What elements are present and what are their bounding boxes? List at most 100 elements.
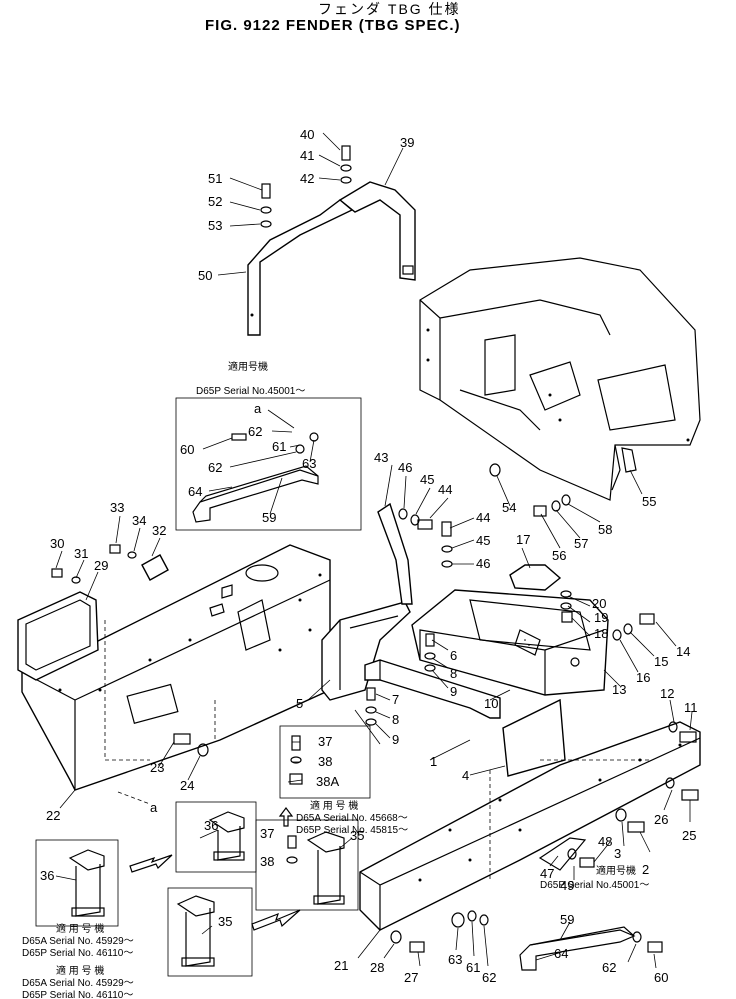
callout-11: 11 (684, 700, 698, 715)
up-arrow-icon (278, 807, 294, 827)
callout-62b: 62 (208, 460, 222, 475)
callout-37a: 37 (318, 734, 332, 749)
callout-6: 6 (450, 648, 457, 663)
callout-20: 20 (592, 596, 606, 611)
callout-34: 34 (132, 513, 146, 528)
callout-40: 40 (300, 127, 314, 142)
center-bracket (321, 601, 501, 719)
bottom-left1-serial-p: D65P Serial No. 46110～ (22, 948, 133, 959)
callout-36b: 36 (40, 868, 54, 883)
callout-14: 14 (676, 644, 690, 659)
callout-42: 42 (300, 171, 314, 186)
cover-plate (17, 591, 99, 681)
callout-61a: 61 (272, 439, 286, 454)
title-japanese: フェンダ TBG 仕様 (318, 1, 461, 17)
bottom-left1-applic: 適 用 号 機 (56, 922, 104, 935)
callout-64a: 64 (188, 484, 202, 499)
left-arrow-icon (251, 909, 301, 931)
plate-4 (502, 698, 566, 777)
rear-fender-bracket (247, 181, 416, 336)
callout-58: 58 (598, 522, 612, 537)
callout-54: 54 (502, 500, 516, 515)
callout-46a: 46 (398, 460, 412, 475)
callout-35b: 35 (218, 914, 232, 929)
leader-lines (55, 132, 693, 969)
callout-63b: 63 (448, 952, 462, 967)
bottom-left2-serial-a: D65A Serial No. 45929～ (22, 978, 134, 989)
left-arrow-icon (129, 854, 173, 873)
callout-31: 31 (74, 546, 88, 561)
callout-50: 50 (198, 268, 212, 283)
bottom-left1-serial-a: D65A Serial No. 45929～ (22, 936, 134, 947)
bolts-54-58 (489, 463, 571, 517)
callout-47: 47 (540, 866, 554, 881)
callout-4: 4 (462, 768, 469, 783)
callout-24: 24 (180, 778, 194, 793)
callout-62d: 62 (602, 960, 616, 975)
middle-serial-p: D65P Serial No. 45815～ (296, 825, 408, 836)
bolts-right-fender (390, 721, 699, 953)
callout-56: 56 (552, 548, 566, 563)
callout-57: 57 (574, 536, 588, 551)
callout-52: 52 (208, 194, 222, 209)
inset-post-35 (255, 819, 359, 911)
callout-51: 51 (208, 171, 222, 186)
callout-44a: 44 (438, 482, 452, 497)
callout-46b: 46 (476, 556, 490, 571)
callout-64b: 64 (554, 946, 568, 961)
callout-28: 28 (370, 960, 384, 975)
callout-5: 5 (296, 696, 303, 711)
callout-10: 10 (484, 696, 498, 711)
callout-39: 39 (400, 135, 414, 150)
callout-8b: 8 (392, 712, 399, 727)
callout-60a: 60 (180, 442, 194, 457)
callout-45b: 45 (476, 533, 490, 548)
middle-serial-a: D65A Serial No. 45668～ (296, 813, 408, 824)
bolts-left (51, 544, 137, 584)
callout-7: 7 (392, 692, 399, 707)
callout-9b: 9 (392, 732, 399, 747)
callout-19: 19 (594, 610, 608, 625)
callout-16: 16 (636, 670, 650, 685)
callout-60b: 60 (654, 970, 668, 985)
callout-29: 29 (94, 558, 108, 573)
callout-53: 53 (208, 218, 222, 233)
callout-48: 48 (598, 834, 612, 849)
callout-38A: 38A (316, 774, 339, 789)
arm-43 (377, 502, 413, 605)
callout-18: 18 (594, 626, 608, 641)
callout-38a: 38 (318, 754, 332, 769)
lower-right-applic: 適用号機 (596, 864, 636, 877)
callout-59b: 59 (560, 912, 574, 927)
callout-32: 32 (152, 523, 166, 538)
cab-body (419, 257, 701, 501)
handrail-lower (451, 910, 663, 971)
callout-3: 3 (614, 846, 621, 861)
right-fender (359, 721, 701, 931)
bottom-left2-applic: 適 用 号 機 (56, 964, 104, 977)
callout-15: 15 (654, 654, 668, 669)
callout-43: 43 (374, 450, 388, 465)
callout-a-bottom: a (150, 800, 158, 815)
callout-33: 33 (110, 500, 124, 515)
callout-61b: 61 (466, 960, 480, 975)
inset-post-36-lower (35, 839, 119, 927)
callout-59a: 59 (262, 510, 276, 525)
callout-22: 22 (46, 808, 60, 823)
callout-35a: 35 (350, 828, 364, 843)
callout-63a: 63 (302, 456, 316, 471)
callout-13: 13 (612, 682, 626, 697)
callout-36a: 36 (204, 818, 218, 833)
callout-26: 26 (654, 812, 668, 827)
callout-1: 1 (430, 754, 437, 769)
callout-labels: 40 41 42 39 51 52 53 50 a 62 61 60 62 63… (40, 127, 698, 985)
callout-41: 41 (300, 148, 314, 163)
callout-37b: 37 (260, 826, 274, 841)
callout-2: 2 (642, 862, 649, 877)
inset-middle (279, 725, 371, 799)
callout-62a: 62 (248, 424, 262, 439)
callout-9a: 9 (450, 684, 457, 699)
upper-inset-applic: 適用号機 (228, 360, 268, 373)
